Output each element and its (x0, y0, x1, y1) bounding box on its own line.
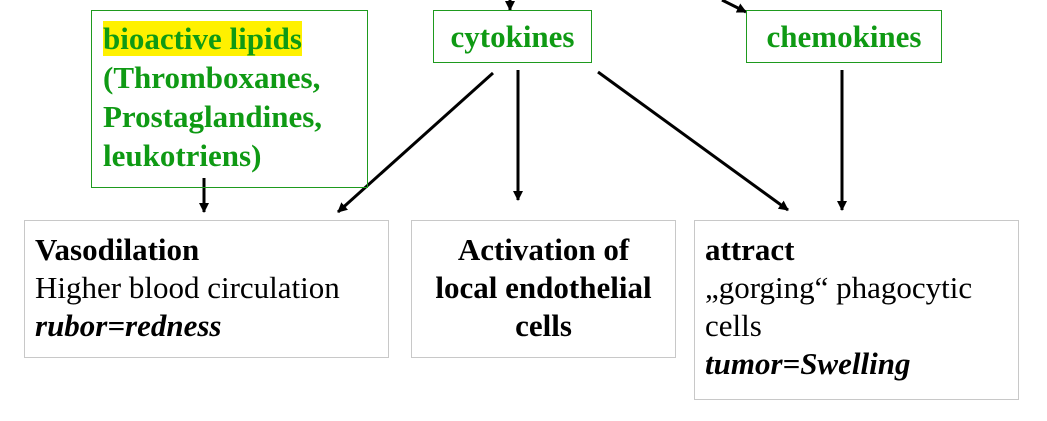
vasodilation-box: Vasodilation Higher blood circulation ru… (24, 220, 389, 358)
cytokines-box: cytokines (433, 10, 592, 63)
vasodilation-line-3: rubor=redness (35, 308, 222, 343)
arrow-into-chemokines (721, 0, 747, 14)
attract-line-4: tumor=Swelling (705, 346, 911, 381)
activation-line-1: Activation of (457, 232, 630, 267)
cytokines-label: cytokines (450, 19, 575, 54)
vasodilation-title: Vasodilation (35, 232, 200, 267)
attract-title: attract (705, 232, 795, 267)
lipids-highlight-text: bioactive lipids (103, 21, 302, 56)
activation-line-3: cells (515, 308, 572, 343)
lipids-line-4: leukotriens) (103, 138, 262, 173)
attract-line-2: „gorging“ phagocytic (705, 270, 973, 305)
lipids-line-3: Prostaglandines, (103, 99, 323, 134)
vasodilation-line-2: Higher blood circulation (35, 270, 340, 305)
attract-box: attract „gorging“ phagocytic cells tumor… (694, 220, 1019, 400)
attract-line-3: cells (705, 308, 762, 343)
activation-box: Activation of local endothelial cells (411, 220, 676, 358)
lipids-box: bioactive lipids (Thromboxanes, Prostagl… (91, 10, 368, 188)
lipids-line-2: (Thromboxanes, (103, 60, 321, 95)
chemokines-label: chemokines (766, 19, 922, 54)
arrow-cytokines-to-vasodilation (336, 71, 495, 214)
chemokines-box: chemokines (746, 10, 942, 63)
arrow-cytokines-to-attract (597, 70, 789, 212)
activation-line-2: local endothelial (435, 270, 652, 305)
